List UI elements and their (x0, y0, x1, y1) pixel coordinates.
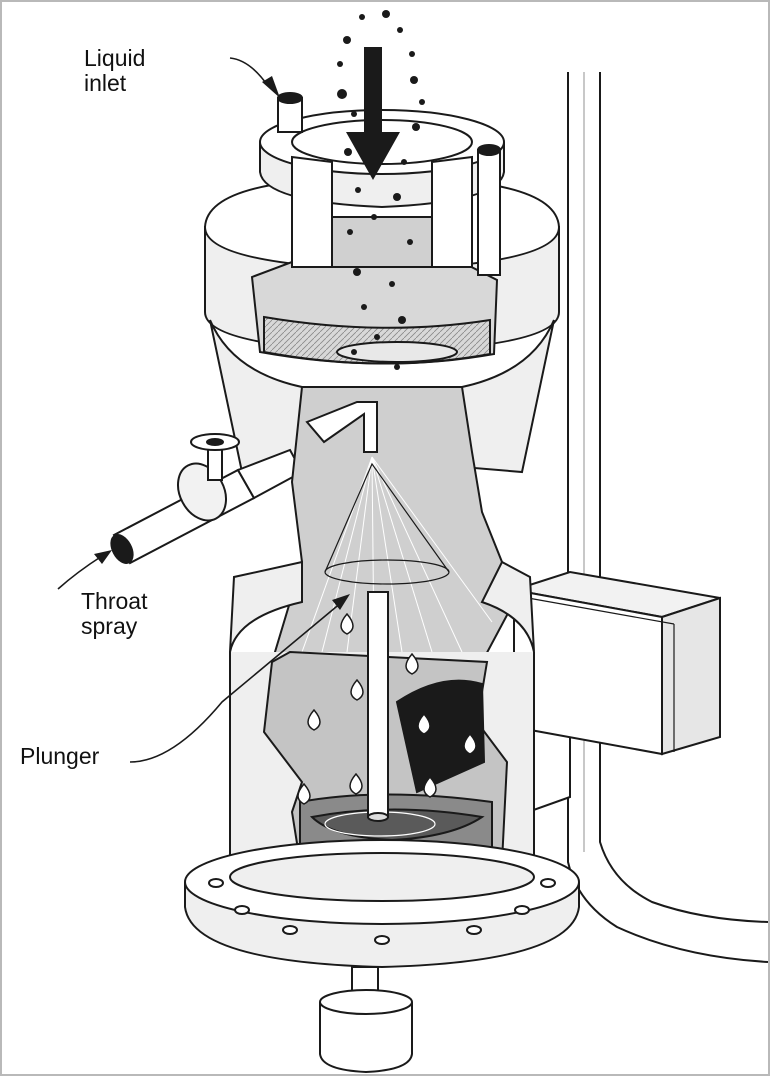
throat-spray-pipe (110, 433, 304, 565)
outlet-duct (513, 570, 721, 819)
plunger-rod (367, 591, 389, 822)
stack-pipe (567, 72, 768, 963)
throat-spray-label-line2: spray (81, 613, 138, 639)
plunger-label: Plunger (20, 743, 100, 769)
bottom-flange (184, 839, 580, 969)
leader-lines (57, 57, 350, 763)
plunger-drive (319, 966, 413, 1074)
throat-spray-label-line1: Throat (81, 588, 148, 614)
liquid-inlet-pipe (277, 92, 501, 276)
liquid-inlet-label-line2: inlet (84, 70, 127, 96)
particle-cloud (337, 10, 425, 430)
upper-cutaway (250, 246, 499, 365)
droplets (297, 612, 477, 805)
gas-flow-arrow (346, 47, 400, 180)
liquid-inlet-label: Liquid inlet (84, 46, 204, 96)
throat-spray-label: Throat spray (81, 589, 201, 639)
liquid-inlet-label-line1: Liquid (84, 45, 146, 71)
